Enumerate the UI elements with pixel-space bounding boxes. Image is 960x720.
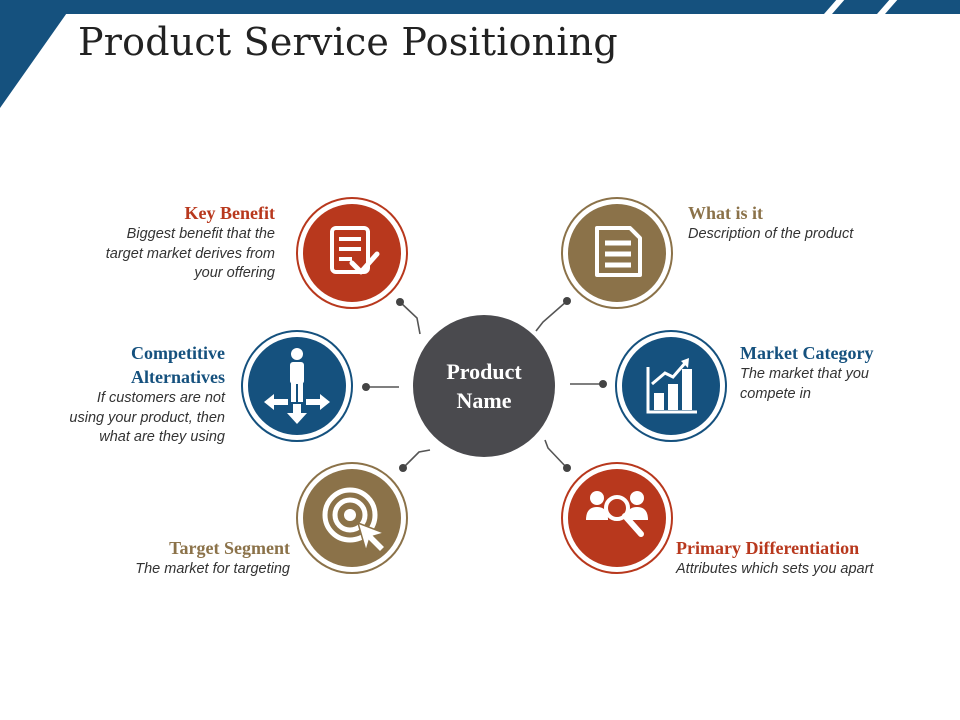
market-title: Market Category [740,343,874,363]
primary-node [561,462,673,574]
target-text: Target Segment The market for targeting [135,536,290,580]
what-desc: Description of the product [688,226,854,242]
key-benefit-title: Key Benefit [184,203,275,223]
market-text: Market Category The market that you comp… [740,341,873,404]
competitive-node [241,330,353,442]
document-icon [595,226,642,277]
competitive-desc: If customers are not using your product,… [69,390,225,445]
target-icon [322,487,387,554]
person-arrows-icon [264,348,330,424]
primary-desc: Attributes which sets you apart [676,561,874,577]
competitive-text: Competitive Alternatives If customers ar… [69,341,225,448]
page-title: Product Service Positioning [78,20,618,64]
competitive-title: Competitive Alternatives [131,343,225,387]
target-node [296,462,408,574]
market-node [615,330,727,442]
hub-circle [413,315,555,457]
connector-dots [362,297,607,472]
document-check-icon [330,226,380,275]
what-title: What is it [688,203,764,223]
what-node [561,197,673,309]
primary-text: Primary Differentiation Attributes which… [676,536,873,580]
market-desc: The market that you compete in [740,366,869,402]
hub-label: Product Name [446,359,522,413]
header-band [0,0,960,108]
key-benefit-desc: Biggest benefit that the target market d… [105,226,275,281]
people-search-icon [586,491,648,537]
primary-title: Primary Differentiation [676,538,860,558]
key-benefit-node [296,197,408,309]
bar-chart-icon [646,358,697,414]
key-benefit-text: Key Benefit Biggest benefit that the tar… [106,201,275,284]
target-title: Target Segment [169,538,290,558]
what-text: What is it Description of the product [688,201,853,245]
target-desc: The market for targeting [135,561,290,577]
connector-lines [366,300,603,469]
